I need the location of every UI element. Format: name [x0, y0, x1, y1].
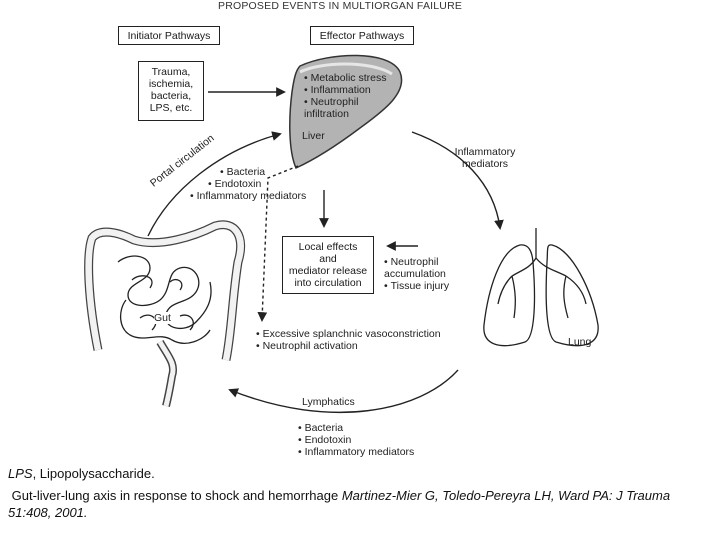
initiator-pathways-header: Initiator Pathways [118, 26, 220, 45]
lungs-illustration [483, 228, 599, 347]
abbreviation-term: LPS [8, 466, 33, 481]
diagram-title: PROPOSED EVENTS IN MULTIORGAN FAILURE [218, 0, 463, 12]
effector-header-label: Effector Pathways [319, 30, 405, 42]
lung-effects-list: Neutrophil accumulation Tissue injury [384, 256, 458, 292]
initiators-box: Trauma, ischemia, bacteria, LPS, etc. [138, 61, 204, 121]
lung-label: Lung [568, 336, 592, 348]
effector-pathways-header: Effector Pathways [310, 26, 414, 45]
pathway-arrows [147, 87, 504, 413]
portal-item: Bacteria [220, 166, 306, 178]
lymphatic-item: Endotoxin [298, 434, 414, 446]
gut-effect-item: Neutrophil activation [256, 340, 441, 352]
caption-description: Gut-liver-lung axis in response to shock… [8, 488, 342, 503]
liver-effects-list: Metabolic stress Inflammation Neutrophil… [304, 72, 386, 120]
abbreviation-definition: , Lipopolysaccharide. [32, 466, 155, 481]
liver-effect-item: Inflammation [304, 84, 386, 96]
gut-effects-list: Excessive splanchnic vasoconstriction Ne… [256, 328, 441, 352]
initiator-item: LPS, etc. [149, 102, 193, 114]
liver-label: Liver [302, 130, 325, 142]
liver-effect-item: Metabolic stress [304, 72, 387, 84]
lung-effect-item: Tissue injury [384, 280, 458, 292]
lymphatic-item: Inflammatory mediators [298, 446, 415, 458]
lymphatic-item: Bacteria [298, 422, 414, 434]
inflammatory-mediators-label: Inflammatory mediators [454, 146, 516, 170]
abbreviation-note: LPS, Lipopolysaccharide. [8, 465, 712, 482]
lymphatics-label: Lymphatics [302, 396, 355, 408]
caption-citation: Martinez-Mier G, Toledo-Pereyra LH, Ward… [8, 488, 671, 520]
lung-effect-item: Neutrophil accumulation [384, 256, 458, 280]
initiator-item: ischemia, [148, 78, 194, 90]
lymphatic-items-list: Bacteria Endotoxin Inflammatory mediator… [298, 422, 415, 458]
local-effects-box: Local effects and mediator release into … [282, 236, 374, 294]
initiator-item: bacteria, [150, 90, 192, 102]
initiator-header-label: Initiator Pathways [127, 30, 211, 42]
figure-caption: Gut-liver-lung axis in response to shock… [8, 487, 712, 521]
gut-effect-item: Excessive splanchnic vasoconstriction [256, 328, 441, 340]
local-effects-line: mediator release [288, 265, 368, 277]
gut-illustration [84, 220, 246, 407]
local-effects-line: into circulation [294, 277, 362, 289]
portal-item: Inflammatory mediators [190, 190, 307, 202]
portal-items-list: Bacteria Endotoxin Inflammatory mediator… [197, 166, 307, 202]
local-effects-line: and [319, 253, 337, 265]
liver-effect-item: Neutrophil infiltration [304, 96, 384, 120]
local-effects-line: Local effects [298, 241, 358, 253]
gut-label: Gut [154, 312, 171, 324]
portal-item: Endotoxin [208, 178, 306, 190]
initiator-item: Trauma, [151, 66, 191, 78]
diagram-canvas [84, 54, 599, 413]
